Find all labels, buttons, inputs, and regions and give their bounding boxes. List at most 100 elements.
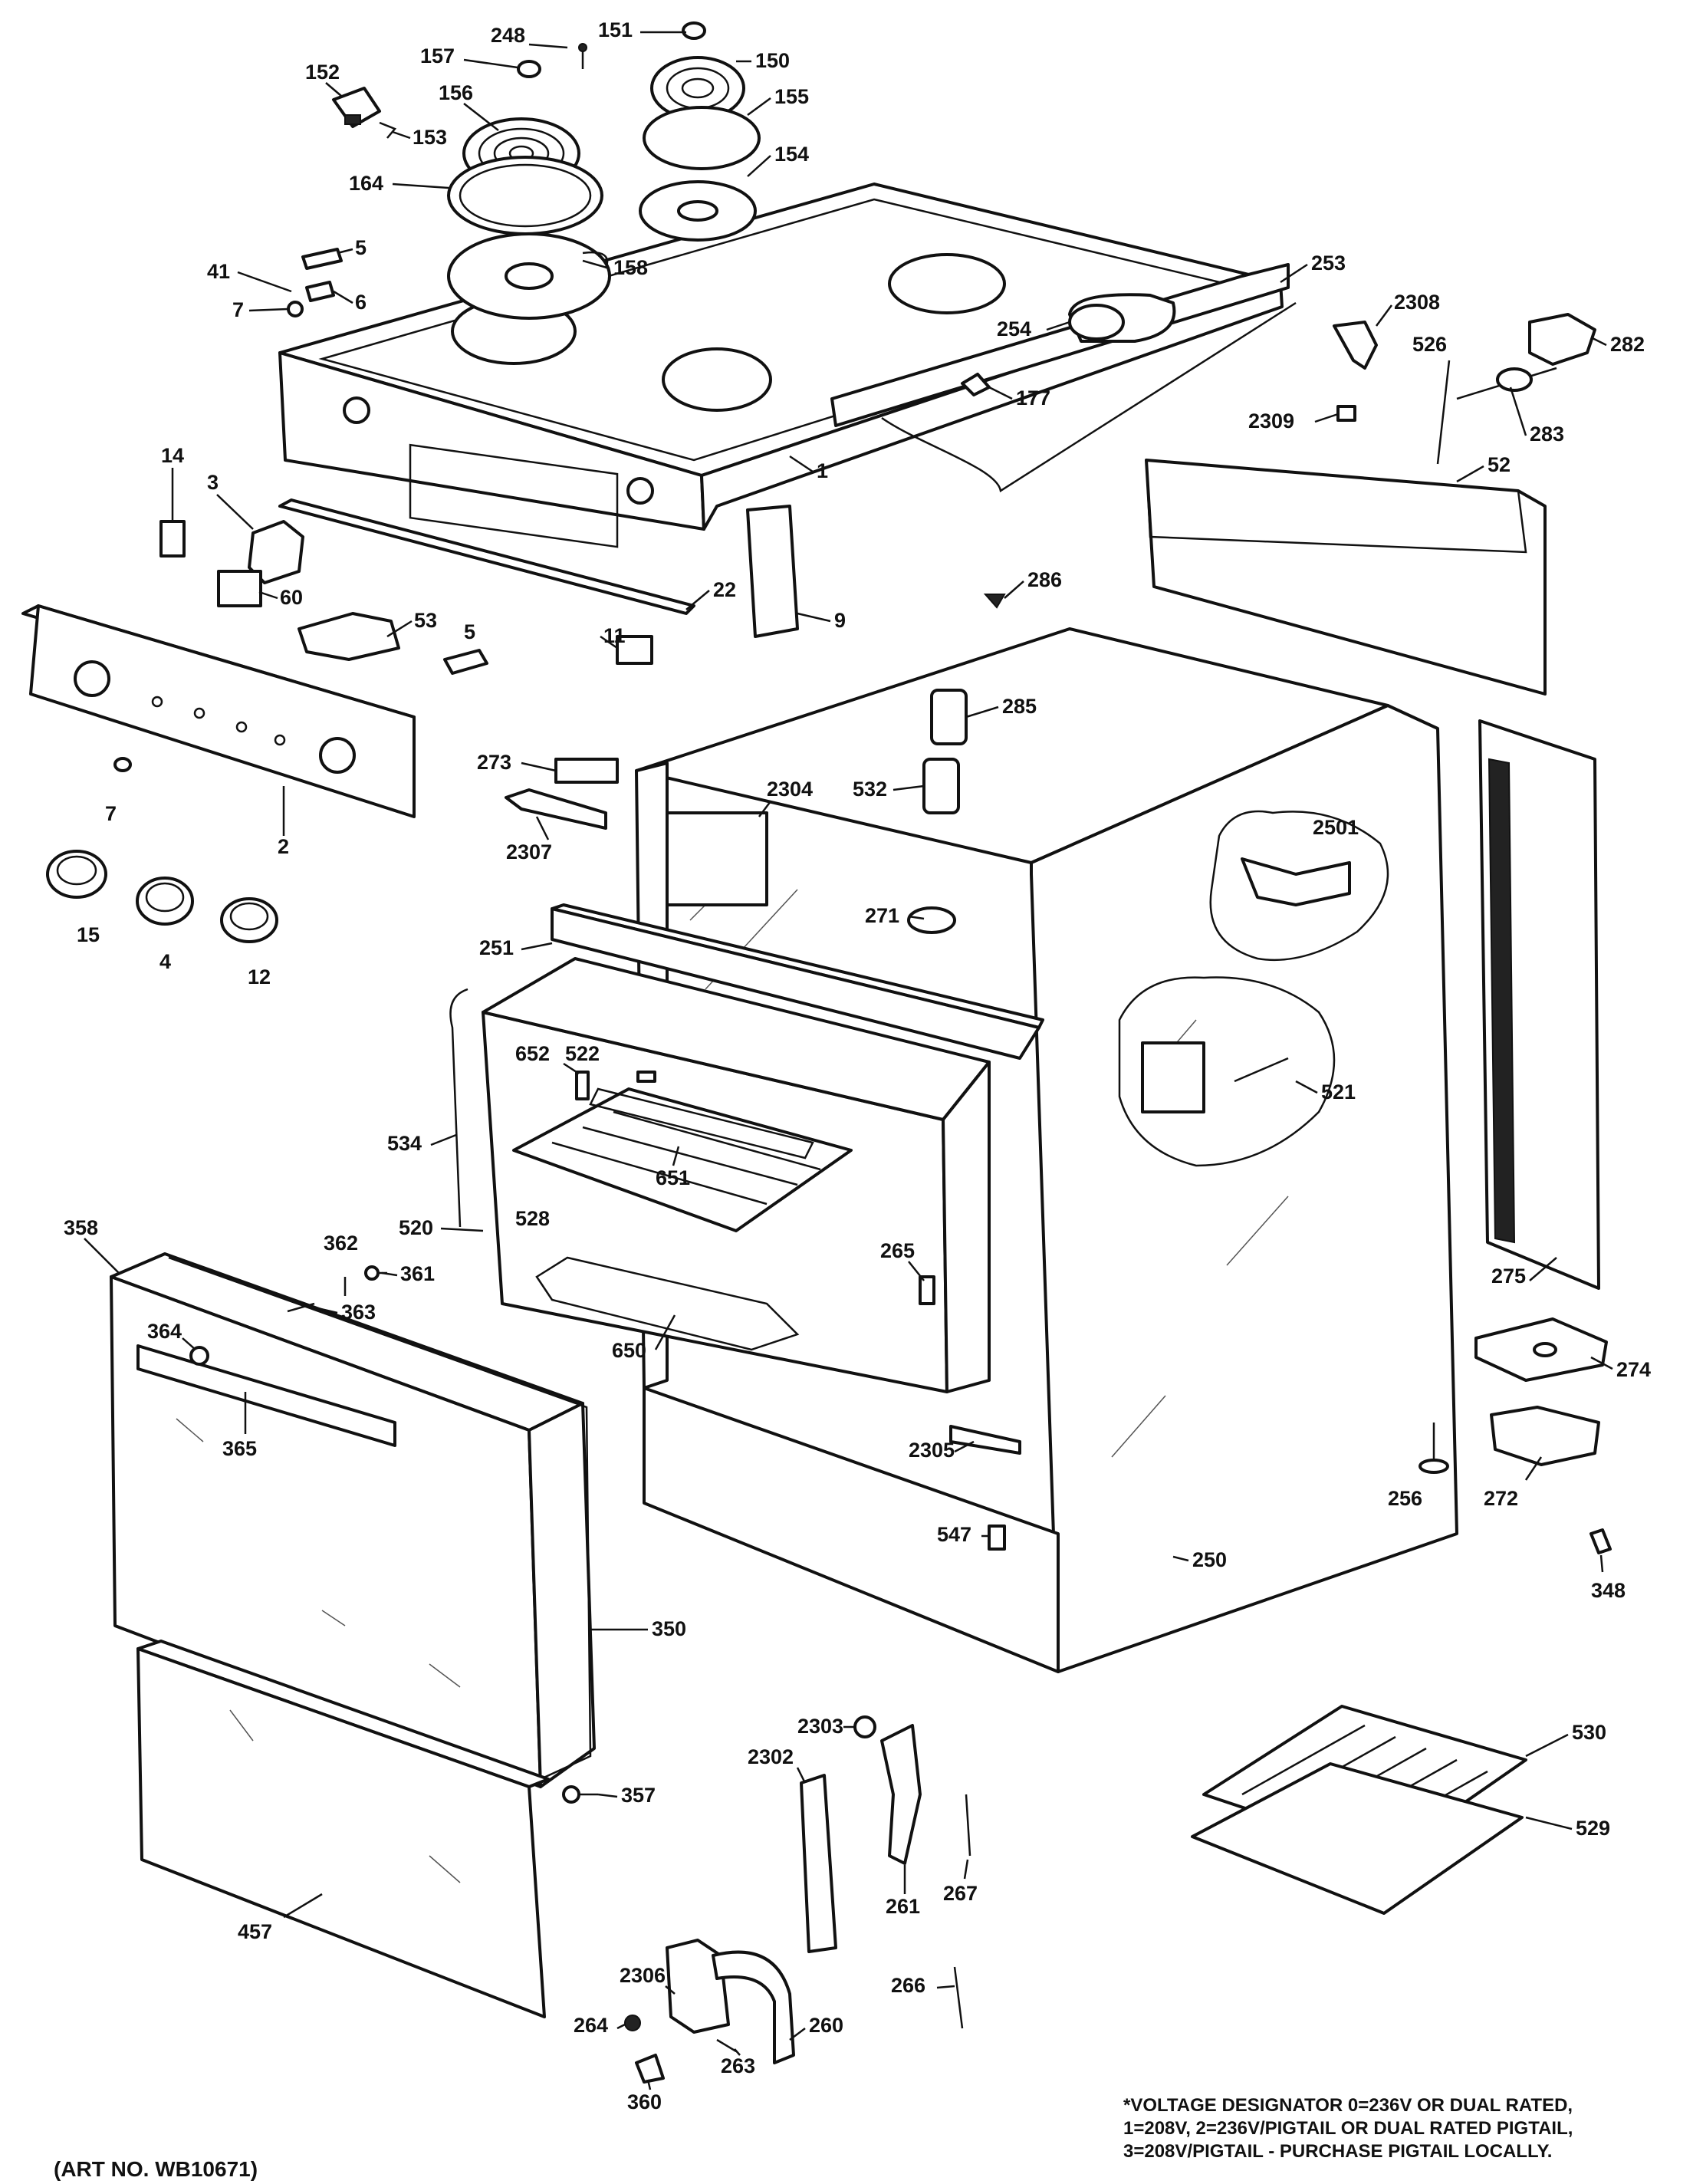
knob-part-12[interactable] [220, 897, 278, 943]
voltage-note: *VOLTAGE DESIGNATOR 0=236V OR DUAL RATED… [1123, 2095, 1573, 2162]
drawer-front-part-457[interactable] [136, 1640, 550, 2018]
vent-duct-part-254[interactable] [1068, 293, 1176, 343]
thermostat-part-282[interactable] [1528, 313, 1596, 366]
bracket-part-522[interactable] [636, 1071, 656, 1083]
drip-pan-part-158[interactable] [447, 232, 611, 320]
label-521: 521 [1321, 1080, 1356, 1104]
plug-part-286[interactable] [983, 594, 1006, 609]
hinge-arm-part-261[interactable] [880, 1724, 922, 1865]
door-handle-part-365[interactable] [136, 1344, 396, 1447]
probe-part-526[interactable] [1436, 360, 1451, 465]
label-253: 253 [1311, 252, 1346, 275]
terminal-block-part-272[interactable] [1490, 1406, 1600, 1466]
side-panel-part-275[interactable] [1478, 719, 1600, 1290]
label-60: 60 [280, 586, 303, 609]
receptacle-part-153[interactable] [379, 121, 397, 139]
bracket-part-274[interactable] [1474, 1317, 1608, 1382]
terminal-block-part-273[interactable] [554, 758, 619, 784]
label-365: 365 [222, 1437, 257, 1460]
broiler-pan-part-529[interactable] [1191, 1762, 1524, 1915]
label-53: 53 [414, 609, 437, 632]
label-357: 357 [621, 1784, 656, 1807]
backsplash-panel-part-2[interactable] [21, 604, 416, 818]
label-528: 528 [515, 1207, 550, 1230]
bracket-part-6[interactable] [305, 281, 335, 302]
capacitor-part-285[interactable] [930, 689, 968, 745]
thermostat-bulb-part-283[interactable] [1456, 367, 1557, 400]
nut-part-7-mid[interactable] [113, 757, 132, 772]
label-2304: 2304 [767, 778, 813, 801]
front-frame-part-251[interactable] [551, 903, 1044, 1060]
screw-part-256[interactable] [1419, 1423, 1449, 1474]
bracket-part-2305[interactable] [949, 1425, 1021, 1455]
bushing-part-2303[interactable] [853, 1715, 876, 1738]
screw-part-263[interactable] [716, 2038, 737, 2053]
label-52: 52 [1488, 453, 1511, 476]
hinge-part-2302[interactable] [800, 1774, 837, 1953]
label-273: 273 [477, 751, 511, 774]
spring-part-267[interactable] [965, 1794, 971, 1857]
back-guard-part-52[interactable] [1145, 459, 1547, 696]
door-gasket-part-350[interactable] [168, 1256, 592, 1781]
spring-part-266[interactable] [953, 1966, 964, 2029]
bracket-part-53[interactable] [298, 612, 400, 661]
grommet-part-271[interactable] [907, 906, 956, 934]
switch-part-14[interactable] [159, 520, 186, 558]
screw-part-357[interactable] [562, 1785, 598, 1804]
nut-part-264[interactable] [624, 2015, 641, 2031]
label-152: 152 [305, 61, 340, 84]
timer-part-3[interactable] [248, 520, 304, 584]
label-7-top: 7 [232, 298, 244, 321]
side-trim-part-9[interactable] [746, 505, 799, 638]
label-11: 11 [603, 624, 626, 647]
label-534: 534 [387, 1132, 422, 1155]
clip-part-348[interactable] [1589, 1528, 1612, 1554]
knob-small-part-157[interactable] [517, 60, 541, 78]
oven-rack-part-528[interactable] [512, 1087, 853, 1232]
bake-element-part-650[interactable] [535, 1256, 800, 1351]
receptacle-part-152[interactable] [332, 87, 381, 128]
label-155: 155 [774, 85, 809, 108]
main-top-part-1[interactable] [278, 183, 1284, 548]
label-2308: 2308 [1394, 291, 1440, 314]
clip-part-360[interactable] [635, 2054, 665, 2084]
label-158: 158 [613, 256, 648, 279]
cabinet-body-part-250[interactable] [635, 627, 1458, 1673]
label-261: 261 [886, 1895, 920, 1918]
gasket-part-534[interactable] [449, 988, 468, 1228]
trim-ring-part-164[interactable] [447, 156, 603, 235]
voltage-note-line-3: 3=208V/PIGTAIL - PURCHASE PIGTAIL LOCALL… [1123, 2141, 1552, 2162]
plate-part-60[interactable] [217, 570, 262, 607]
label-283: 283 [1530, 423, 1564, 446]
broil-element-part-651[interactable] [589, 1087, 814, 1159]
label-2306: 2306 [620, 1964, 666, 1987]
knob-part-15[interactable] [46, 850, 107, 899]
hinge-arm-part-260[interactable] [712, 1950, 795, 2064]
part-labels: 248 151 157 150 152 156 155 153 154 164 … [64, 18, 1651, 2113]
label-14: 14 [161, 444, 184, 467]
screw-part-248[interactable] [578, 43, 587, 69]
knob-small-part-151[interactable] [682, 21, 706, 40]
label-282: 282 [1610, 333, 1645, 356]
receptacle-part-5-top[interactable] [301, 248, 343, 270]
door-part-358[interactable] [110, 1252, 596, 1788]
switch-part-11[interactable] [616, 635, 653, 665]
label-264: 264 [574, 2014, 608, 2037]
nut-part-7-top[interactable] [287, 301, 304, 317]
bracket-part-2307[interactable] [505, 788, 607, 830]
knob-part-4[interactable] [136, 877, 194, 926]
bracket-part-2309[interactable] [1336, 405, 1356, 422]
bracket-part-364[interactable] [189, 1346, 209, 1366]
label-153: 153 [413, 126, 447, 149]
screw-part-363[interactable] [287, 1302, 315, 1313]
trim-strip-part-22[interactable] [278, 498, 695, 615]
bracket-part-2304[interactable] [666, 811, 768, 906]
receptacle-part-5-mid[interactable] [443, 649, 488, 675]
drip-pan-part-154[interactable] [639, 180, 757, 242]
hinge-bracket-part-265[interactable] [919, 1275, 935, 1305]
trim-ring-part-155[interactable] [643, 106, 761, 170]
capacitor-part-532[interactable] [922, 758, 960, 814]
bracket-part-2308[interactable] [1333, 321, 1378, 370]
bracket-part-652[interactable] [575, 1071, 590, 1100]
bracket-part-547[interactable] [988, 1525, 1006, 1551]
